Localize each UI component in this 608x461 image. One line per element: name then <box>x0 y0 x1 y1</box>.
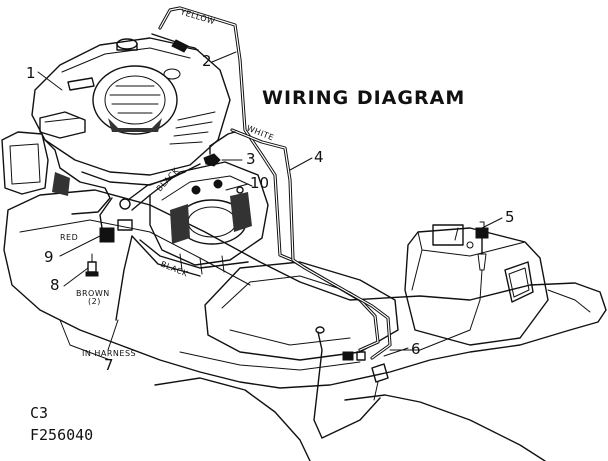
engine <box>1 37 231 215</box>
callout-3: 3 <box>246 150 256 168</box>
red-wire <box>99 197 113 229</box>
brown-wire-label: BROWN <box>76 289 110 298</box>
in-harness-label: IN HARNESS <box>82 349 136 358</box>
callout-6: 6 <box>411 340 421 358</box>
pedal-rod <box>313 326 381 439</box>
callout-1: 1 <box>26 64 36 82</box>
ground-terminal <box>85 253 99 277</box>
seat-safety-switch <box>342 351 389 401</box>
main-harness-wire <box>230 128 392 360</box>
callout-10: 10 <box>250 174 269 192</box>
key-switch-lead <box>389 269 483 351</box>
callout-4: 4 <box>314 148 324 166</box>
yellow-wire <box>158 6 380 352</box>
callout-5: 5 <box>505 208 515 226</box>
yellow-lead-connector <box>151 33 199 53</box>
callout-9: 9 <box>44 248 54 266</box>
yellow-wire-label: YELLOW <box>178 7 216 26</box>
black-wire-label-lower: BLACK <box>159 260 189 279</box>
callout-leaders <box>37 51 503 357</box>
ignition-key-switch <box>475 221 489 271</box>
callout-7: 7 <box>104 356 114 374</box>
figure-code: C3 <box>30 404 48 422</box>
red-wire-label: RED <box>60 233 78 242</box>
relay-connector <box>203 145 221 167</box>
white-wire <box>209 131 236 147</box>
part-number: F256040 <box>30 426 93 444</box>
callout-8: 8 <box>50 276 60 294</box>
callout-2: 2 <box>202 52 212 70</box>
black-wires <box>127 163 249 277</box>
mower-deck <box>3 189 607 461</box>
wire-connector-block <box>99 198 133 243</box>
harness-lead-7 <box>115 235 133 321</box>
dash-console <box>404 224 549 346</box>
diagram-title: WIRING DIAGRAM <box>262 87 465 109</box>
brown-wire-count: (2) <box>88 297 101 306</box>
